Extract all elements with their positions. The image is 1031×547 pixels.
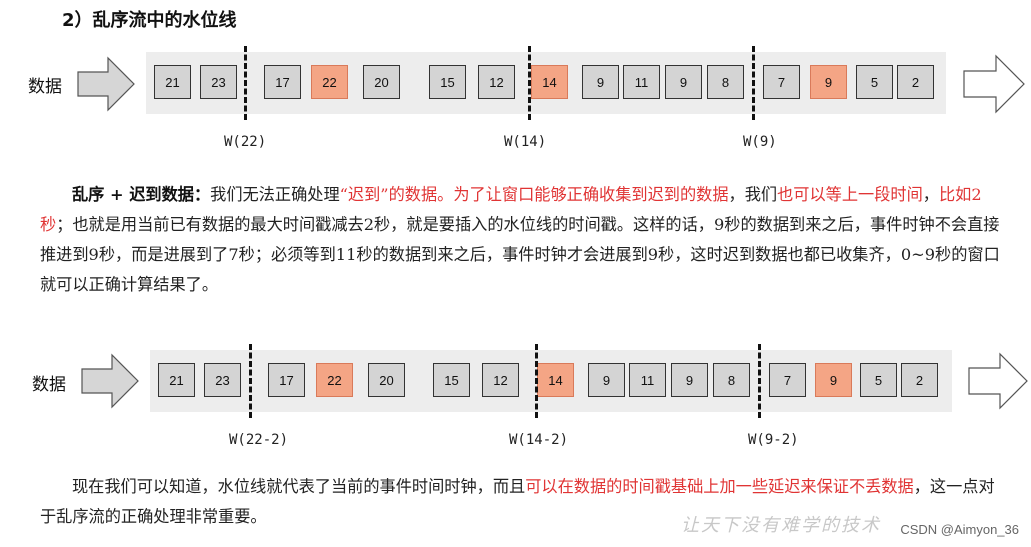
event-box: 9: [582, 65, 619, 99]
data-label: 数据: [32, 375, 66, 395]
watermark-marker: [249, 344, 252, 418]
watermark-marker: [752, 46, 755, 120]
event-box: 12: [482, 363, 519, 397]
watermark-label: W(22-2): [229, 432, 289, 448]
watermark-label: W(9-2): [748, 432, 799, 448]
event-box: 17: [264, 65, 301, 99]
watermark-marker: [758, 344, 761, 418]
event-box: 17: [268, 363, 305, 397]
event-box: 9: [588, 363, 625, 397]
watermark-label: W(14): [504, 134, 547, 150]
event-box: 11: [629, 363, 666, 397]
late-event-box: 14: [531, 65, 568, 99]
event-box: 2: [897, 65, 934, 99]
event-box: 5: [860, 363, 897, 397]
watermark-text: 让天下没有难学的技术: [681, 515, 881, 536]
event-box: 20: [363, 65, 400, 99]
input-arrow-icon: [77, 56, 135, 112]
event-box: 8: [713, 363, 750, 397]
late-event-box: 9: [815, 363, 852, 397]
late-event-box: 9: [810, 65, 847, 99]
watermark-marker: [528, 46, 531, 120]
event-box: 20: [368, 363, 405, 397]
event-box: 15: [429, 65, 466, 99]
event-box: 11: [623, 65, 660, 99]
event-box: 7: [769, 363, 806, 397]
watermark-label: W(9): [743, 134, 777, 150]
event-box: 21: [154, 65, 191, 99]
event-box: 23: [204, 363, 241, 397]
watermark-marker: [244, 46, 247, 120]
event-box: 15: [433, 363, 470, 397]
late-event-box: 22: [316, 363, 353, 397]
late-event-box: 22: [311, 65, 348, 99]
output-arrow-icon: [968, 352, 1028, 410]
event-box: 23: [200, 65, 237, 99]
event-box: 9: [671, 363, 708, 397]
csdn-credit: CSDN @Aimyon_36: [900, 522, 1019, 537]
paragraph-late-data: 乱序 + 迟到数据：我们无法正确处理“迟到”的数据。为了让窗口能够正确收集到迟到…: [40, 185, 1000, 294]
event-box: 2: [901, 363, 938, 397]
section-title: 2）乱序流中的水位线: [62, 10, 237, 31]
paragraph-conclusion: 现在我们可以知道，水位线就代表了当前的事件时间时钟，而且可以在数据的时间戳基础上…: [40, 477, 995, 526]
input-arrow-icon: [81, 353, 139, 409]
event-box: 12: [478, 65, 515, 99]
data-label: 数据: [28, 77, 62, 97]
watermark-label: W(22): [224, 134, 267, 150]
event-box: 9: [665, 65, 702, 99]
event-box: 21: [158, 363, 195, 397]
event-box: 5: [856, 65, 893, 99]
lead-text: 乱序 + 迟到数据：: [72, 185, 211, 204]
output-arrow-icon: [963, 54, 1025, 114]
late-event-box: 14: [537, 363, 574, 397]
event-box: 7: [763, 65, 800, 99]
event-box: 8: [707, 65, 744, 99]
watermark-label: W(14-2): [509, 432, 569, 448]
watermark-marker: [535, 344, 538, 418]
